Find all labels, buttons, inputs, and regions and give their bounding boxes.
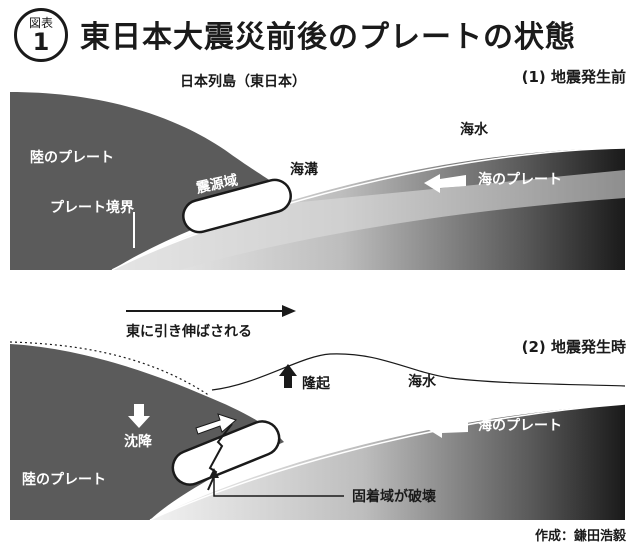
stretch-arrow-head <box>282 305 296 317</box>
subducting-slab-1 <box>112 170 625 270</box>
slip-arrow <box>195 413 237 435</box>
subsidence-arrow <box>128 404 150 428</box>
plate-boundary-line-2 <box>149 403 626 521</box>
uplift-label: 隆起 <box>302 375 331 392</box>
page-title: 東日本大震災前後のプレートの状態 <box>80 20 576 55</box>
boundary-label: プレート境界 <box>50 199 135 216</box>
ocean-plate-label-1: 海のプレート <box>478 171 562 188</box>
subsidence-label: 沈降 <box>124 433 153 450</box>
previous-surface-dotted <box>9 341 211 397</box>
panel-during: 東に引き伸ばされる (2) 地震発生時 沈降 隆起 海水 海のプレート 陸のプレ… <box>9 305 626 521</box>
seawater-label-2: 海水 <box>408 373 437 390</box>
uplift-arrow <box>279 364 297 388</box>
seawater-label-1: 海水 <box>460 121 489 138</box>
ocean-plate-2 <box>150 404 625 520</box>
region-label: 日本列島（東日本） <box>180 73 306 90</box>
fracture-label: 固着域が破壊 <box>352 488 437 505</box>
ocean-plate-arrow-1 <box>424 174 466 193</box>
land-plate-label-2: 陸のプレート <box>22 471 106 488</box>
land-plate-2 <box>10 344 284 520</box>
caption-during: (2) 地震発生時 <box>522 338 626 356</box>
credit: 作成：鎌田浩毅 <box>534 529 626 544</box>
land-plate-1 <box>10 92 290 270</box>
ruptured-zone-ellipse <box>171 420 281 486</box>
stretch-label: 東に引き伸ばされる <box>126 323 252 340</box>
fracture-leader <box>213 476 344 497</box>
figure-badge: 図表 1 <box>14 8 68 62</box>
trench-label: 海溝 <box>290 161 318 178</box>
source-zone-ellipse <box>182 178 292 234</box>
ocean-plate-arrow-2 <box>426 419 468 438</box>
caption-before: (1) 地震発生前 <box>522 68 626 86</box>
land-plate-label-1: 陸のプレート <box>30 149 114 166</box>
plate-boundary-line-1 <box>111 147 626 271</box>
fracture-leader-head <box>209 468 219 478</box>
panel-before: 日本列島（東日本） (1) 地震発生前 陸のプレート プレート境界 震源域 海溝… <box>10 68 626 271</box>
seawater-surface <box>211 353 626 391</box>
figure-label: 図表 <box>28 16 53 30</box>
ocean-plate-label-2: 海のプレート <box>478 417 562 434</box>
title-row: 図表 1 東日本大震災前後のプレートの状態 <box>14 6 626 64</box>
figure-number: 1 <box>32 28 50 56</box>
